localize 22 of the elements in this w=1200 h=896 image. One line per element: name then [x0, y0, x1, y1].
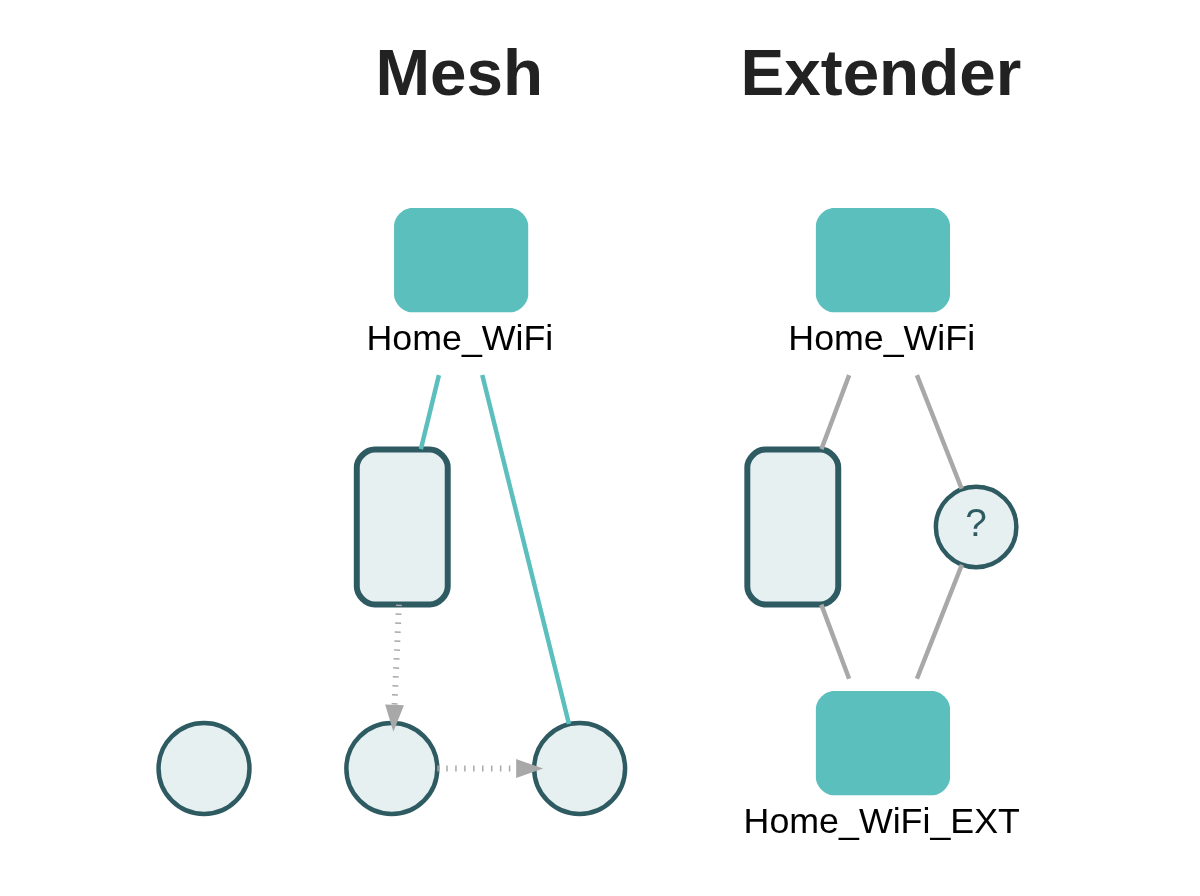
node-box: [815, 208, 950, 313]
connector: [818, 374, 851, 450]
label: Mesh: [374, 36, 543, 110]
connector: [418, 374, 441, 450]
arrow: [384, 604, 404, 732]
node-circle: [155, 720, 252, 817]
connector: [914, 374, 964, 490]
connector: [818, 603, 851, 680]
connector: [479, 374, 571, 725]
node-circle: [343, 720, 440, 817]
node-box: [743, 446, 841, 608]
node-label: Home_WiFi: [365, 317, 553, 358]
label: Extender: [740, 36, 1021, 110]
node-circle: ?: [933, 484, 1019, 570]
node-label: Home_WiFi_EXT: [743, 800, 1020, 841]
connector: [914, 563, 964, 680]
node-box: [393, 208, 528, 313]
node-box: [815, 690, 950, 796]
node-box: [353, 446, 451, 608]
arrow: [436, 759, 543, 778]
node-label: Home_WiFi: [787, 317, 975, 358]
node-circle: [531, 720, 627, 817]
